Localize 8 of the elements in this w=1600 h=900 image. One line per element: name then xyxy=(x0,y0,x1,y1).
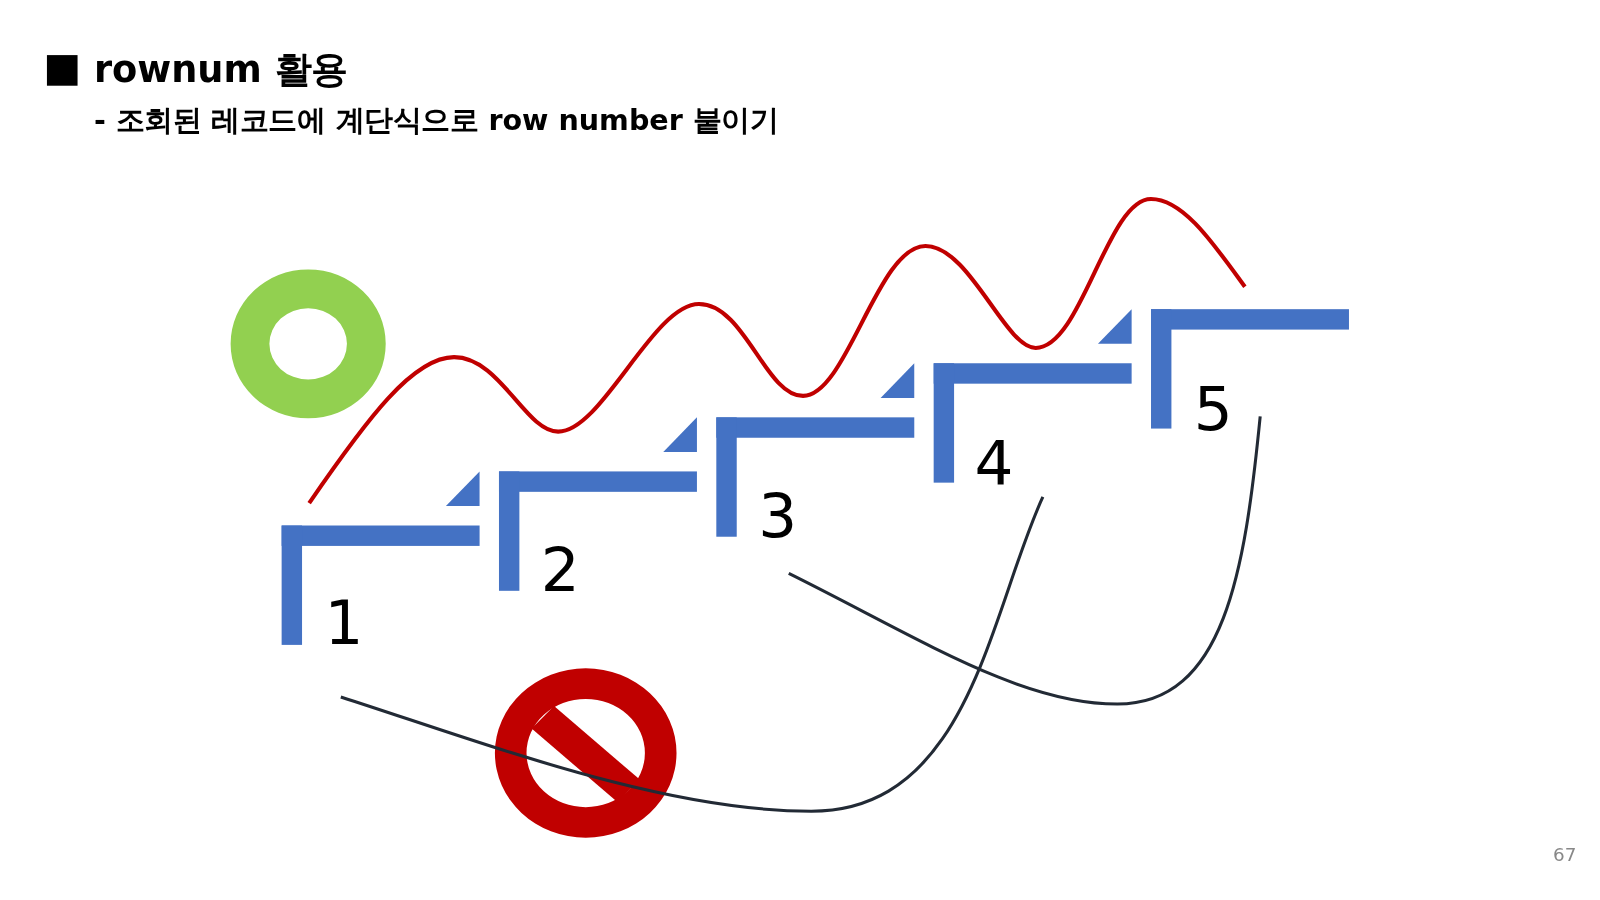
step-number: 2 xyxy=(540,538,580,600)
page-number: 67 xyxy=(1553,845,1577,865)
step-number: 5 xyxy=(1193,377,1233,439)
subtitle-text: - 조회된 레코드에 계단식으로 row number 붙이기 xyxy=(93,106,779,135)
slide-title: rownum 활용 xyxy=(93,51,348,88)
step-number: 1 xyxy=(324,591,364,654)
step-number: 4 xyxy=(974,431,1014,493)
step-number: 3 xyxy=(758,484,798,546)
